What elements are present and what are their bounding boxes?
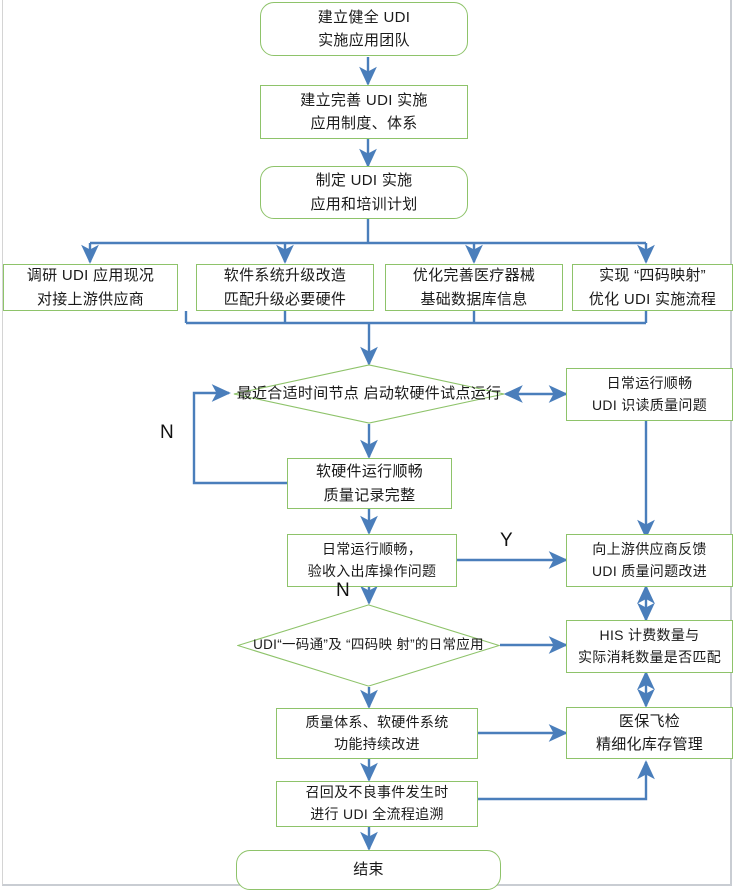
node-line: 精细化库存管理: [595, 736, 704, 753]
node-line: 优化 UDI 实施流程: [588, 290, 717, 308]
node-decision-onecode-daily-use[interactable]: UDI“一码通”及 “四码映 射”的日常应用: [237, 604, 500, 687]
node-line: 医保飞检: [618, 712, 681, 730]
node-line: 应用和培训计划: [310, 195, 418, 213]
node-optimize-device-database[interactable]: 优化完善医疗器械 基础数据库信息: [385, 264, 563, 311]
node-feedback-upstream-supplier[interactable]: 向上游供应商反馈 UDI 质量问题改进: [566, 534, 733, 587]
node-line: HIS 计费数量与: [599, 626, 700, 643]
edge-n17-n16: [478, 760, 655, 801]
node-line: 召回及不良事件发生时: [305, 784, 449, 801]
node-line: 匹配升级必要硬件: [223, 290, 347, 308]
node-line: 制定 UDI 实施: [315, 172, 413, 190]
node-line: 启动软硬件试点运行: [363, 385, 502, 403]
node-line: 射”的日常应用: [396, 637, 484, 653]
edge-label-Y: Y: [500, 530, 513, 551]
node-line: 功能持续改进: [334, 735, 420, 752]
node-recall-adverse-event-trace[interactable]: 召回及不良事件发生时 进行 UDI 全流程追溯: [276, 781, 478, 827]
node-end[interactable]: 结束: [236, 850, 501, 890]
node-survey-udi-status[interactable]: 调研 UDI 应用现况 对接上游供应商: [3, 264, 178, 311]
node-line: 基础数据库信息: [420, 290, 528, 308]
node-software-upgrade[interactable]: 软件系统升级改造 匹配升级必要硬件: [196, 264, 374, 311]
node-daily-smooth-read-quality[interactable]: 日常运行顺畅 UDI 识读质量问题: [566, 368, 733, 421]
node-line: 调研 UDI 应用现况: [26, 267, 155, 285]
node-medical-insurance-inspection[interactable]: 医保飞检 精细化库存管理: [566, 707, 733, 759]
edge-n10-n8-loop-N: [192, 384, 287, 485]
node-line: 验收入出库操作问题: [307, 562, 437, 579]
node-line: 对接上游供应商: [36, 290, 145, 308]
edge-label-N-loop: N: [160, 422, 174, 443]
node-line: 日常运行顺畅: [606, 374, 693, 391]
node-line: UDI 质量问题改进: [592, 562, 707, 579]
node-line: 建立健全 UDI: [317, 8, 411, 26]
node-line: UDI 识读质量问题: [592, 396, 707, 413]
node-establish-udi-system[interactable]: 建立完善 UDI 实施 应用制度、体系: [260, 85, 468, 139]
node-line: 软硬件运行顺畅: [315, 463, 424, 481]
node-line: 进行 UDI 全流程追溯: [310, 806, 444, 822]
node-line: 结束: [353, 861, 384, 879]
edge-label-N-down: N: [336, 580, 350, 601]
node-his-billing-vs-consumption[interactable]: HIS 计费数量与 实际消耗数量是否匹配: [566, 620, 733, 673]
node-decision-start-pilot[interactable]: 最近合适时间节点 启动软硬件试点运行: [233, 364, 505, 424]
node-line: 向上游供应商反馈: [592, 540, 707, 557]
node-quality-system-improvement[interactable]: 质量体系、软硬件系统 功能持续改进: [276, 708, 478, 759]
node-line: 建立完善 UDI 实施: [300, 91, 428, 109]
node-text: UDI“一码通”及 “四码映 射”的日常应用: [253, 635, 484, 656]
node-line: 日常运行顺畅，: [321, 540, 423, 557]
node-text: 最近合适时间节点 启动软硬件试点运行: [237, 382, 502, 405]
node-line: 应用制度、体系: [310, 115, 418, 132]
node-daily-smooth-inout-check[interactable]: 日常运行顺畅， 验收入出库操作问题: [287, 534, 457, 587]
diamond-shape: [237, 604, 500, 687]
node-line: 软件系统升级改造: [223, 267, 347, 285]
node-line: 实际消耗数量是否匹配: [578, 648, 721, 665]
node-make-training-plan[interactable]: 制定 UDI 实施 应用和培训计划: [260, 166, 468, 219]
node-line: 质量体系、软硬件系统: [305, 713, 449, 730]
node-line: 实施应用团队: [318, 32, 410, 49]
node-four-code-mapping[interactable]: 实现 “四码映射” 优化 UDI 实施流程: [572, 264, 733, 311]
node-hw-sw-running-smooth[interactable]: 软硬件运行顺畅 质量记录完整: [287, 458, 452, 509]
node-line: 优化完善医疗器械: [412, 267, 536, 285]
node-establish-udi-team[interactable]: 建立健全 UDI 实施应用团队: [260, 2, 468, 56]
diamond-shape: [233, 364, 505, 424]
node-line: 最近合适时间节点: [236, 385, 360, 403]
node-line: 质量记录完整: [323, 486, 416, 504]
node-line: UDI“一码通”及 “四码映: [253, 637, 393, 653]
node-line: 实现 “四码映射”: [599, 267, 706, 285]
